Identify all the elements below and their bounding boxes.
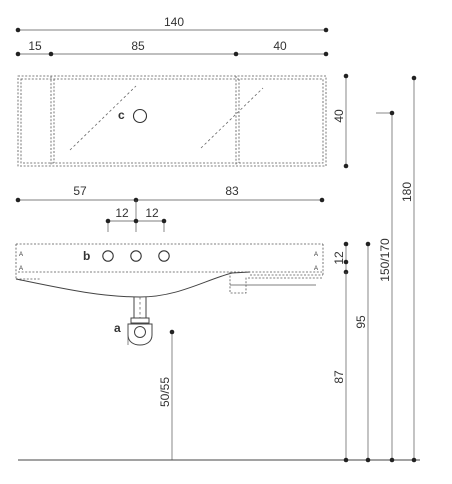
- front-view-basin: A A A A: [15, 243, 324, 298]
- label-a: a: [114, 321, 121, 335]
- tap-hole-left: [102, 250, 114, 262]
- floor-line: [18, 457, 420, 463]
- vertical-dimensions: [169, 75, 417, 460]
- dim-waste-height: 50/55: [158, 377, 172, 407]
- dim-left-to-tap: 57: [73, 184, 87, 198]
- top-view-outline: [17, 75, 327, 167]
- dim-overall-width: 140: [164, 15, 184, 29]
- waste-trap: [127, 297, 153, 346]
- dim-middle-segment: 85: [131, 39, 145, 53]
- dim-hole-spacing-right: 12: [145, 206, 159, 220]
- dim-rim-height-range: 150/170: [378, 238, 392, 282]
- dim-right-segment: 40: [273, 39, 287, 53]
- label-c: c: [118, 108, 125, 122]
- dim-left-segment: 15: [28, 39, 42, 53]
- label-b: b: [83, 249, 90, 263]
- tap-hole-center: [130, 250, 142, 262]
- dim-overflow-height: 95: [354, 315, 368, 329]
- dim-tap-to-right: 83: [225, 184, 239, 198]
- dim-depth: 40: [332, 109, 346, 123]
- top-view-dimensions: [15, 27, 349, 169]
- wall-mark-right-lower: A: [314, 266, 318, 272]
- front-view-horizontal-dimensions: [15, 197, 325, 232]
- top-drain-hole: [132, 108, 148, 124]
- dim-basin-height: 12: [332, 251, 346, 265]
- dim-rim-height-total: 180: [400, 182, 414, 202]
- wall-mark-left: A: [19, 252, 23, 258]
- wall-mark-right: A: [314, 252, 318, 258]
- dim-hole-spacing-left: 12: [115, 206, 129, 220]
- dim-drain-height: 87: [332, 370, 346, 384]
- tap-hole-right: [158, 250, 170, 262]
- wall-mark-left-lower: A: [19, 266, 23, 272]
